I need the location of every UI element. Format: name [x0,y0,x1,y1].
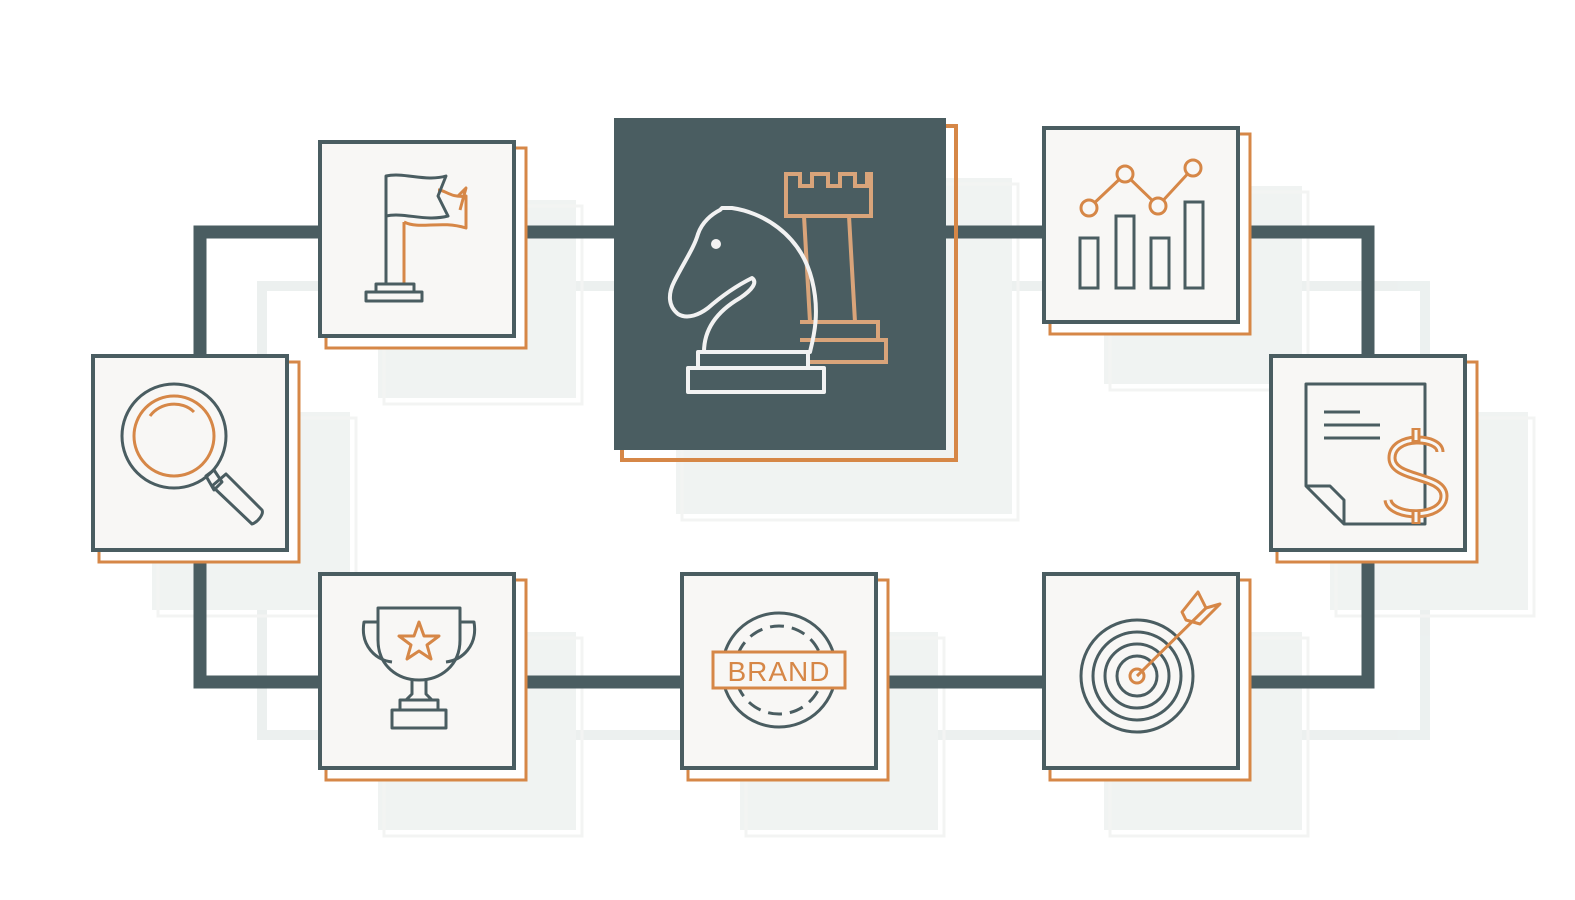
node-pricing [1269,354,1479,564]
node-branding: BRAND [680,572,890,782]
bar-line-chart-icon [1078,158,1205,290]
center-node [614,118,958,462]
target-arrow-icon [1079,590,1222,734]
brand-seal-icon: BRAND [711,611,847,729]
invoice-dollar-icon [1304,382,1449,526]
trophy-star-icon [361,606,477,730]
brand-label: BRAND [727,656,830,687]
node-achievement [318,572,528,782]
node-research [91,354,301,564]
chess-strategy-icon [667,172,888,394]
flag-icon [364,173,468,303]
magnifier-icon [120,382,264,526]
node-analytics [1042,126,1252,336]
node-targeting [1042,572,1252,782]
node-goal [318,140,528,350]
